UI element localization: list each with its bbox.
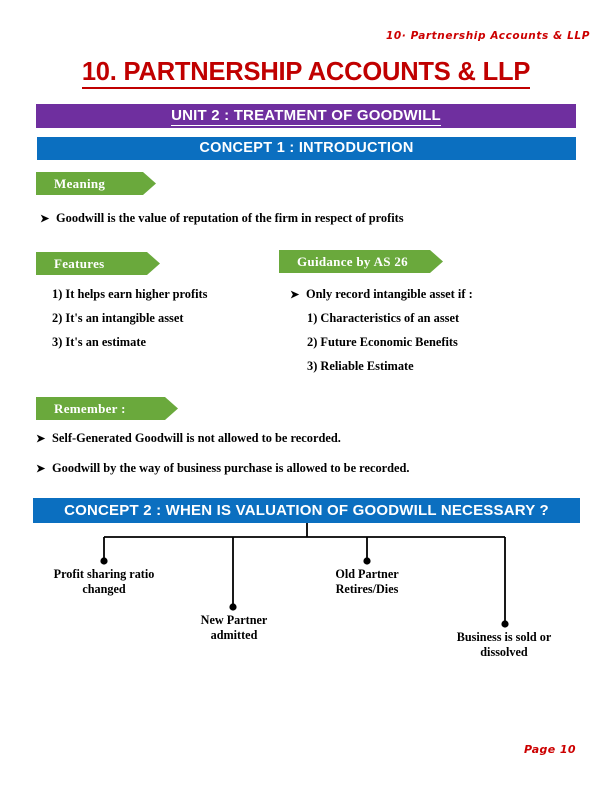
remember-item: ➤ Self-Generated Goodwill is not allowed … <box>36 431 341 446</box>
arrow-bullet-icon: ➤ <box>36 463 46 475</box>
tree-node-label: New Partner admitted <box>200 613 268 642</box>
features-item: 2) It's an intangible asset <box>52 311 184 325</box>
arrow-bullet-icon: ➤ <box>36 433 46 445</box>
meaning-bullet: ➤ Goodwill is the value of reputation of … <box>40 211 404 226</box>
tree-connector-lines <box>100 523 509 628</box>
features-item: 1) It helps earn higher profits <box>52 287 208 301</box>
remember-item: ➤ Goodwill by the way of business purchas… <box>36 461 410 476</box>
page-title-text: 10. PARTNERSHIP ACCOUNTS & LLP <box>81 58 530 89</box>
arrow-bullet-icon: ➤ <box>290 289 300 301</box>
remember-item-text: Goodwill by the way of business purchase… <box>52 461 410 475</box>
concept-1-banner: CONCEPT 1 : INTRODUCTION <box>37 137 576 160</box>
meaning-bullet-text: Goodwill is the value of reputation of t… <box>56 211 404 225</box>
guidance-heading: ➤ Only record intangible asset if : <box>290 287 473 302</box>
meaning-banner: Meaning <box>36 172 156 195</box>
unit-banner-label: UNIT 2 : TREATMENT OF GOODWILL <box>171 107 441 126</box>
features-banner: Features <box>36 252 160 275</box>
guidance-item: 1) Characteristics of an asset <box>307 311 460 325</box>
tree-node-label: Old Partner Retires/Dies <box>335 567 399 596</box>
unit-banner: UNIT 2 : TREATMENT OF GOODWILL <box>36 104 576 128</box>
tree-node-label: Business is sold or dissolved <box>456 630 552 659</box>
running-header: 10· Partnership Accounts & LLP <box>385 30 590 42</box>
guidance-item: 2) Future Economic Benefits <box>307 335 458 349</box>
arrow-bullet-icon: ➤ <box>40 213 50 225</box>
page-title: 10. PARTNERSHIP ACCOUNTS & LLP <box>0 58 612 89</box>
guidance-heading-text: Only record intangible asset if : <box>306 287 473 301</box>
concept-2-banner: CONCEPT 2 : WHEN IS VALUATION OF GOODWIL… <box>33 498 580 523</box>
features-item: 3) It's an estimate <box>52 335 146 349</box>
tree-node-label: Profit sharing ratio changed <box>53 567 155 596</box>
goodwill-valuation-tree: Profit sharing ratio changed New Partner… <box>0 520 612 690</box>
page-number: Page 10 <box>523 743 576 756</box>
remember-banner: Remember : <box>36 397 178 420</box>
remember-item-text: Self-Generated Goodwill is not allowed t… <box>52 431 341 445</box>
guidance-banner: Guidance by AS 26 <box>279 250 443 273</box>
guidance-item: 3) Reliable Estimate <box>307 359 414 373</box>
